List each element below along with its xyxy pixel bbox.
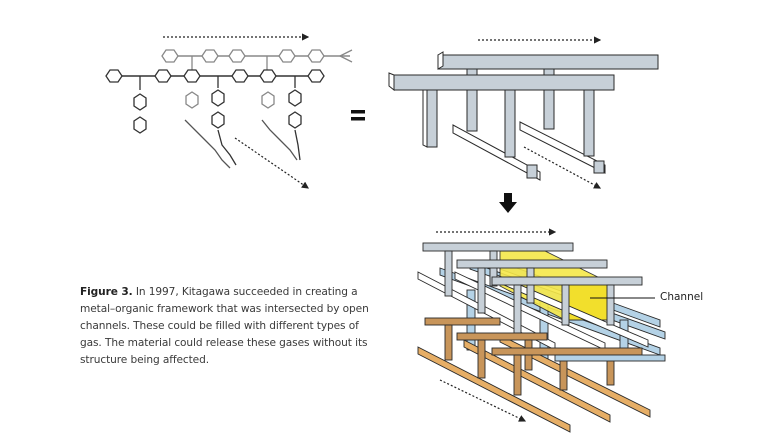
figure-caption: Figure 3. In 1997, Kitagawa succeeded in…: [80, 284, 380, 369]
figure-label: Figure 3.: [80, 286, 133, 298]
equals-icon: [351, 110, 365, 121]
caption-text: In 1997, Kitagawa succeeded in creating …: [80, 286, 369, 366]
stacked-framework: [417, 228, 666, 433]
simplified-framework: [388, 36, 659, 189]
down-arrow-icon: [499, 193, 517, 213]
channel-label: Channel: [660, 291, 704, 303]
direction-arrow-diagonal: [234, 137, 309, 189]
molecular-structure: [105, 33, 353, 189]
